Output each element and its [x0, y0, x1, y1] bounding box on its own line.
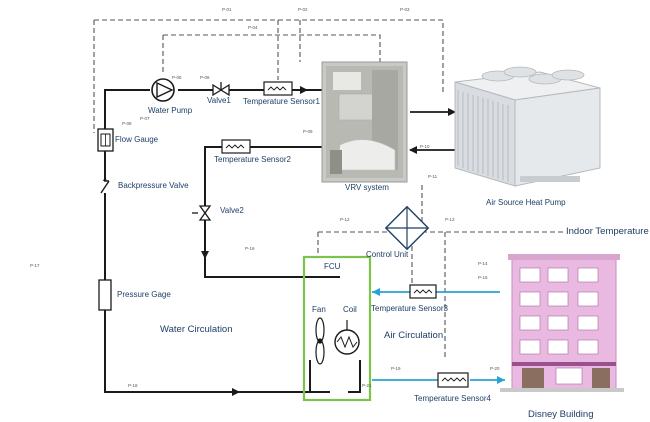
heat-pump-label: Air Source Heat Pump	[486, 199, 566, 207]
tag: P-09	[303, 130, 313, 135]
vrv-system-label: VRV system	[345, 184, 389, 192]
vrv-heatpump-links	[410, 112, 455, 150]
valve2-icon	[192, 206, 210, 220]
temperature-sensor2-icon	[222, 140, 250, 153]
air-circulation-label: Air Circulation	[384, 331, 443, 341]
tag: P-18	[128, 384, 138, 389]
tag: P-17	[30, 264, 40, 269]
tag: P-10	[420, 145, 430, 150]
tag: P-06	[200, 76, 210, 81]
pressure-gage-icon	[99, 280, 111, 310]
building-label: Disney Building	[528, 410, 593, 420]
fan-icon	[316, 318, 324, 364]
fcu-label: FCU	[324, 263, 340, 271]
flow-gauge-label: Flow Gauge	[115, 136, 158, 144]
pressure-gage-label: Pressure Gage	[117, 291, 171, 299]
tag: P-20	[490, 367, 500, 372]
valve1-label: Valve1	[207, 97, 231, 105]
tag: P-05	[172, 76, 182, 81]
link-arrowheads	[409, 108, 456, 154]
heat-pump-unit	[455, 67, 600, 186]
tag: P-15	[478, 276, 488, 281]
tag: P-13	[445, 218, 455, 223]
tag: P-11	[428, 175, 437, 180]
tag: P-19	[391, 367, 401, 372]
fan-label: Fan	[312, 306, 326, 314]
tag: P-02	[298, 8, 308, 13]
tag: P-12	[340, 218, 350, 223]
indoor-temperature-label: Indoor Temperature	[566, 227, 649, 237]
tag: P-04	[248, 26, 258, 31]
valve1-icon	[213, 82, 229, 95]
temperature-sensor3-label: Temperature Sensor3	[371, 305, 448, 313]
coil-label: Coil	[343, 306, 357, 314]
building-image	[500, 254, 624, 392]
temperature-sensor1-label: Temperature Sensor1	[243, 98, 320, 106]
temperature-sensor3-icon	[410, 285, 436, 298]
tag: P-07	[140, 117, 150, 122]
control-unit-label: Control Unit	[366, 251, 408, 259]
tag: P-08	[122, 122, 132, 127]
backpressure-valve-icon	[100, 181, 110, 193]
tag: P-16	[245, 247, 255, 252]
water-circulation-label: Water Circulation	[160, 325, 233, 335]
tag: P-03	[400, 8, 410, 13]
tag: P-14	[478, 262, 488, 267]
temperature-sensor1-icon	[264, 82, 292, 95]
water-pump-label: Water Pump	[148, 107, 192, 115]
coil-icon	[335, 320, 359, 354]
water-pump-icon	[152, 79, 174, 101]
flow-gauge-icon	[98, 129, 113, 151]
tag: P-01	[222, 8, 232, 13]
temperature-sensor2-label: Temperature Sensor2	[214, 156, 291, 164]
tag: P-21	[362, 384, 372, 389]
temperature-sensor4-label: Temperature Sensor4	[414, 395, 491, 403]
vrv-system-unit	[322, 62, 407, 182]
valve2-label: Valve2	[220, 207, 244, 215]
backpressure-valve-label: Backpressure Valve	[118, 182, 189, 190]
temperature-sensor4-icon	[438, 373, 468, 387]
